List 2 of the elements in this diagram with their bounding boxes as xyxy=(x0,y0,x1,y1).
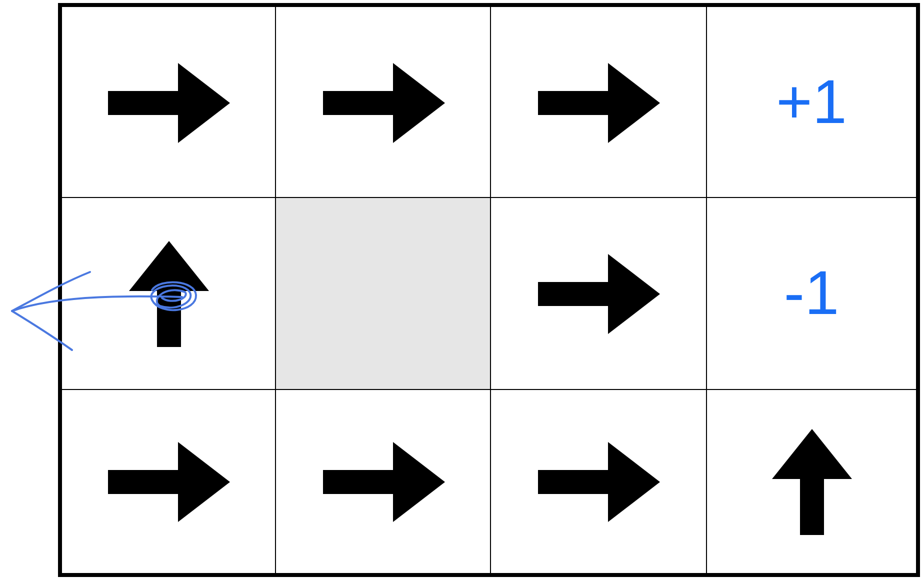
reward-value: -1 xyxy=(784,263,840,325)
reward-value: +1 xyxy=(776,72,847,134)
